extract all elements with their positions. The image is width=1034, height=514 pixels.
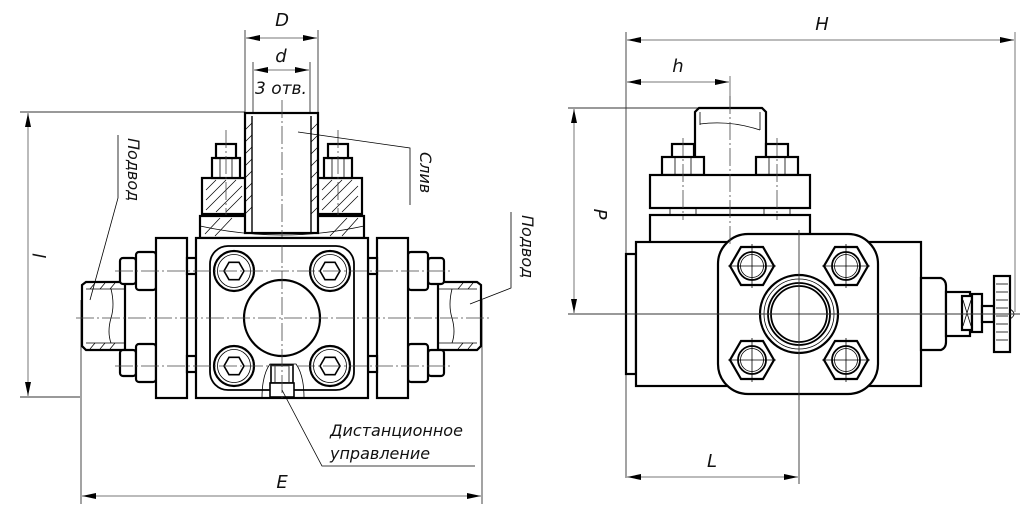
- inlet-pipe-right: [436, 280, 483, 352]
- callout-label-remote-control-line2: управление: [329, 444, 430, 463]
- callout-remote-control: Дистанционное управление: [281, 389, 475, 467]
- dimension-L: L: [627, 390, 800, 484]
- inlet-pipe-left: [80, 280, 127, 352]
- right-view: H h P L: [568, 14, 1020, 484]
- dimension-d: d 3 отв.: [252, 46, 311, 118]
- drain-pipe: [198, 100, 366, 245]
- dimension-D: D: [244, 10, 319, 118]
- dimension-label-l: l: [30, 253, 51, 258]
- callout-label-inlet-left: Подвод: [124, 138, 143, 201]
- callout-drain: Слив: [297, 131, 435, 205]
- dimension-label-h: h: [672, 56, 683, 77]
- callout-label-drain: Слив: [416, 152, 435, 193]
- callout-label-remote-control-line1: Дистанционное: [329, 421, 463, 440]
- holes-count-label: 3 отв.: [255, 79, 307, 99]
- dimension-label-E: E: [276, 472, 288, 493]
- dimension-label-d: d: [275, 46, 287, 67]
- callout-inlet-right: Подвод: [469, 212, 537, 305]
- left-view: D d 3 отв. l E: [20, 10, 537, 504]
- dimension-label-P: P: [589, 209, 610, 220]
- dimension-l: l: [20, 111, 245, 398]
- dimension-label-L: L: [707, 451, 717, 472]
- callout-inlet-left: Подвод: [89, 135, 143, 301]
- dimension-label-D: D: [275, 10, 289, 31]
- dimension-label-H: H: [815, 14, 829, 35]
- callout-label-inlet-right: Подвод: [518, 215, 537, 278]
